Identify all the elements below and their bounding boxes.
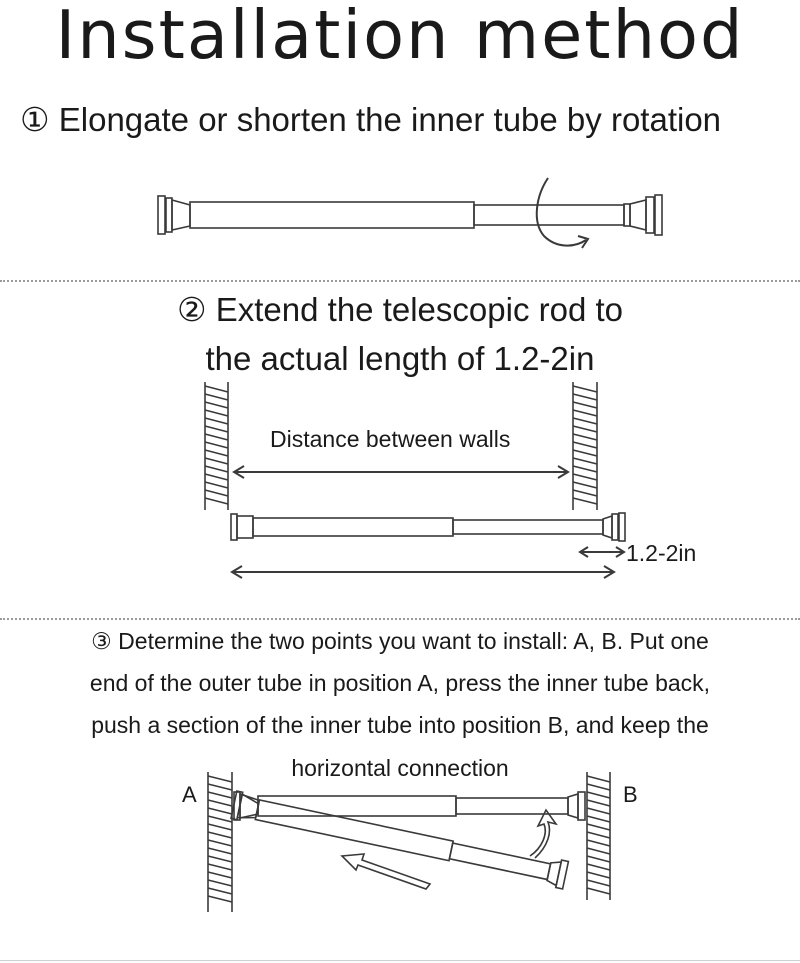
separator-1 [0, 280, 800, 282]
distance-label: Distance between walls [270, 426, 511, 452]
step-2-line-2: the actual length of 1.2-2in [205, 340, 595, 377]
step-3-line-3: push a section of the inner tube into po… [91, 712, 709, 738]
step-3-line-1: ③ Determine the two points you want to i… [91, 628, 709, 654]
wall-a [207, 772, 233, 912]
page-title: Installation method [55, 0, 745, 74]
rod-step1 [157, 194, 663, 236]
extension-label: 1.2-2in [626, 540, 697, 566]
right-wall [572, 382, 598, 510]
lift-arrow-icon [529, 808, 558, 859]
point-b-label: B [623, 782, 638, 807]
left-wall [204, 382, 229, 510]
step-3-line-4: horizontal connection [291, 755, 509, 781]
rod-step2 [230, 512, 626, 542]
wall-b [586, 772, 611, 900]
step-1-text: ① Elongate or shorten the inner tube by … [20, 101, 722, 138]
rotation-arrow-icon [535, 177, 587, 247]
push-back-arrow-icon [340, 853, 432, 890]
point-a-label: A [182, 782, 197, 807]
step-3-line-2: end of the outer tube in position A, pre… [89, 670, 711, 696]
rod-tilted [230, 790, 570, 890]
separator-2 [0, 618, 800, 620]
step-2-line-1: ② Extend the telescopic rod to [177, 291, 623, 328]
bottom-border [0, 960, 800, 961]
